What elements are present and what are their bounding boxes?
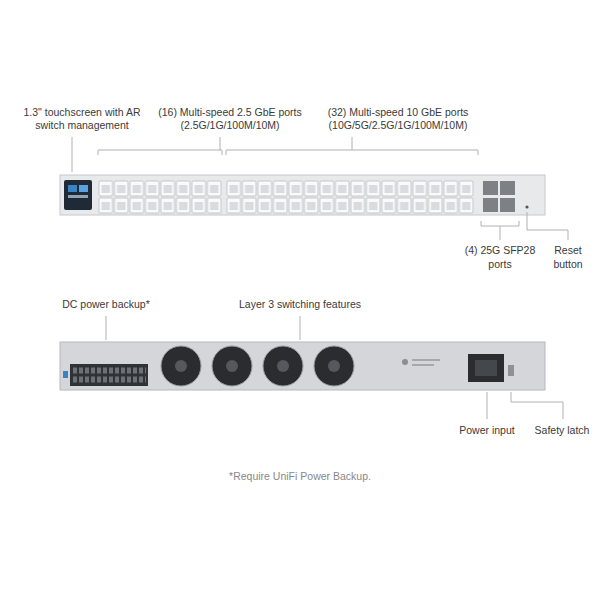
dc-connector (70, 364, 148, 386)
sfp28-port (483, 198, 498, 212)
spec-mark (412, 359, 440, 361)
callout-label: Reset button (546, 244, 590, 271)
logo-mark (402, 359, 408, 365)
dc-pins (72, 366, 146, 384)
screen-tile (79, 185, 88, 192)
spec-mark (412, 364, 434, 366)
screen-tile (68, 185, 77, 192)
safety-latch (508, 365, 514, 376)
reset-hole (525, 205, 528, 208)
rj45-ports (98, 180, 222, 214)
footnote: *Require UniFi Power Backup. (150, 470, 450, 484)
callout-label: (16) Multi-speed 2.5 GbE ports (2.5G/1G/… (150, 106, 310, 133)
ground-mark (63, 371, 68, 378)
back-panel (60, 342, 545, 390)
callout-label: Layer 3 switching features (210, 298, 390, 312)
rj45-ports (226, 180, 474, 214)
callout-label: (32) Multi-speed 10 GbE ports (10G/5G/2.… (315, 106, 481, 133)
screen-tile (68, 195, 88, 198)
callout-label: (4) 25G SFP28 ports (459, 244, 541, 271)
front-panel (60, 175, 545, 215)
sfp28-port (500, 198, 515, 212)
callout-label: 1.3" touchscreen with AR switch manageme… (20, 106, 145, 133)
leader-lines (72, 137, 568, 240)
touchscreen (64, 180, 92, 210)
callout-label: Safety latch (531, 424, 593, 438)
sfp28-port (483, 181, 498, 195)
callout-label: Power input (451, 424, 523, 438)
power-socket (475, 360, 497, 376)
callout-label: DC power backup* (41, 298, 171, 312)
sfp28-port (500, 181, 515, 195)
power-inlet (468, 354, 504, 382)
leader-lines (106, 316, 563, 419)
fans (161, 346, 354, 386)
